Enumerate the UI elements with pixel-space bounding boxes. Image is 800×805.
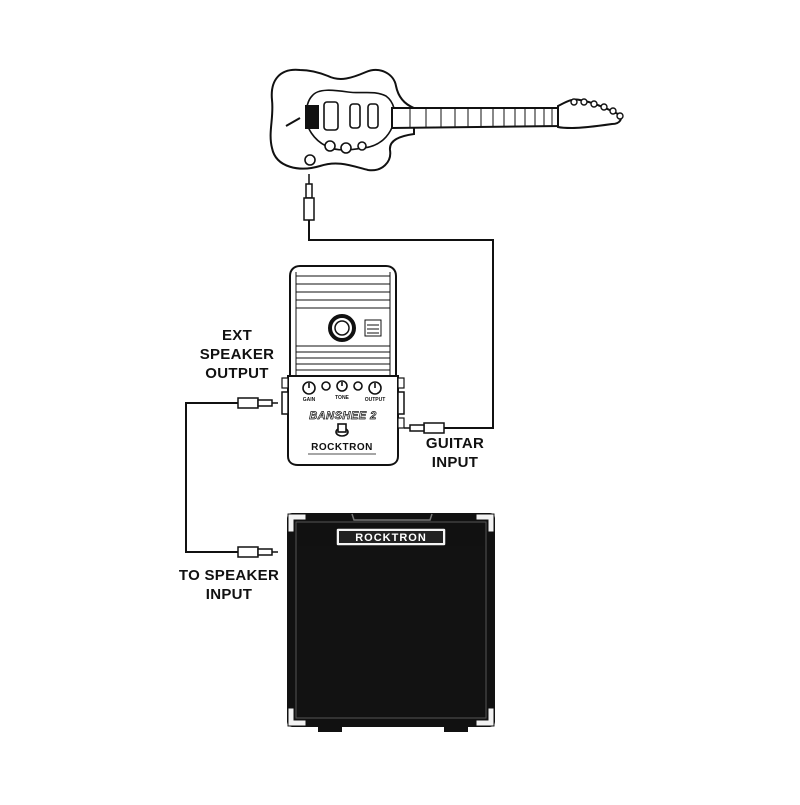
guitar-tuners: [570, 98, 624, 120]
gain-label: GAIN: [303, 397, 316, 403]
tone-label: TONE: [335, 395, 349, 401]
amp-corners: [287, 513, 495, 727]
pedal-badge: [364, 319, 382, 337]
guitar-frets: [409, 108, 553, 128]
guitar-bridge: [305, 105, 319, 129]
cables: [185, 220, 494, 553]
pedal-knob-labels: GAIN TONE OUTPUT: [303, 395, 386, 403]
guitar-input-plug: [404, 422, 445, 434]
ext-speaker-output-label: EXT SPEAKER OUTPUT: [192, 326, 282, 383]
to-speaker-input-plug: [237, 546, 278, 558]
amp-handle: [351, 513, 433, 521]
output-label: OUTPUT: [365, 397, 386, 403]
electric-guitar: [269, 68, 624, 172]
to-speaker-input-line-1: TO SPEAKER: [178, 567, 280, 584]
guitar-knobs: [304, 140, 367, 166]
ext-speaker-output-line-3: OUTPUT: [205, 365, 269, 382]
banshee-pedal: [281, 265, 405, 466]
guitar-input-line-2: INPUT: [431, 454, 479, 471]
ext-speaker-output-line-2: SPEAKER: [199, 346, 275, 363]
guitar-pickups: [323, 101, 379, 131]
pedal-left-jack: [281, 391, 289, 415]
amp-brand-logo: ROCKTRON: [355, 532, 427, 544]
guitar-input-line-1: GUITAR: [425, 435, 485, 452]
speaker-cable: [185, 402, 238, 553]
guitar-input-label: GUITAR INPUT: [414, 434, 496, 472]
amp-grille-frame: [295, 521, 487, 719]
guitar-output-jack: [303, 174, 315, 221]
combo-amplifier: ROCKTRON: [287, 513, 495, 732]
pedal-right-jack: [397, 391, 405, 415]
amp-grille: [298, 546, 484, 716]
pedal-brand-logo: ROCKTRON: [311, 442, 373, 453]
guitar-cable: [308, 220, 494, 429]
pedal-control-body: [287, 375, 399, 466]
pedal-vent-lines: [296, 275, 390, 371]
ext-speaker-output-line-1: EXT: [221, 327, 253, 344]
pedal-footswitch: [335, 423, 349, 437]
pedal-model-logo: BANSHEE 2: [309, 410, 376, 422]
ext-speaker-output-plug: [237, 397, 278, 409]
to-speaker-input-label: TO SPEAKER INPUT: [166, 566, 292, 604]
pedal-knobs: [302, 380, 382, 395]
guitar-headstock: [557, 98, 622, 130]
to-speaker-input-line-2: INPUT: [205, 586, 253, 603]
